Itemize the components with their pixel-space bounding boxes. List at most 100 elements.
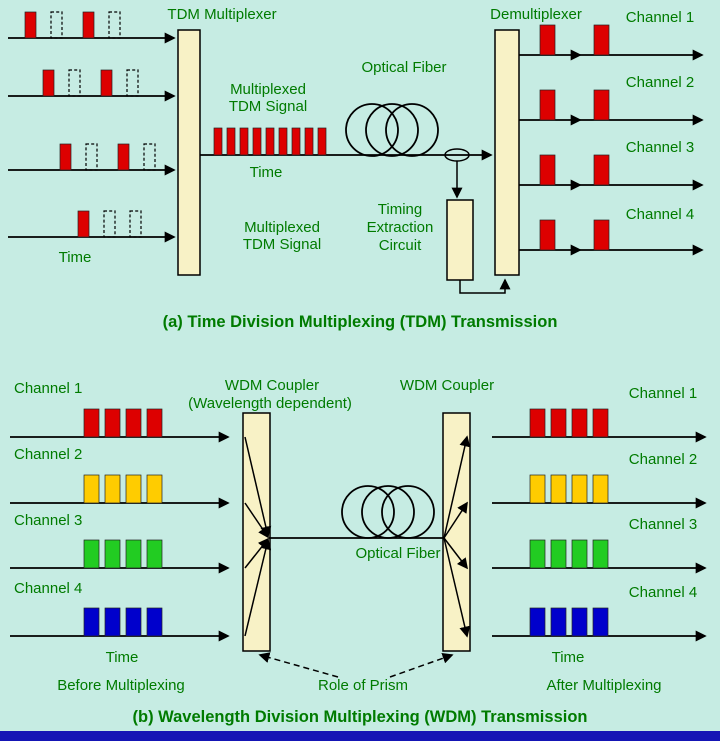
ghost-pulse [129,210,142,238]
pulse [226,127,236,156]
fiber-loop [341,485,395,539]
pulse [571,474,588,504]
tdm-input-pulses-dashed [50,11,156,238]
pulse [593,154,610,186]
tdm-multiplexer-box [177,29,201,276]
fan-line [443,537,469,570]
pulse [593,89,610,121]
pulse [529,474,546,504]
caption-a: (a) Time Division Multiplexing (TDM) Tra… [163,313,558,331]
before-multiplexing-label: Before Multiplexing [57,677,185,694]
pulse [550,474,567,504]
optical-fiber-label-a: Optical Fiber [361,59,446,76]
pulse [592,539,609,569]
channel3-pulses-green [83,539,609,569]
timing-extraction-box [446,199,474,281]
prism-arrow-right [389,652,454,678]
pulse [252,127,262,156]
fiber-coil-a [345,103,439,157]
pulse [291,127,301,156]
timing-extraction-label-2: Extraction [367,219,434,236]
pulse [83,539,100,569]
tdm-input-pulses-red [24,11,130,238]
signal-time-label: Time [250,164,283,181]
pulse [592,408,609,438]
channel1-pulses-red [83,408,609,438]
pulse [317,127,327,156]
input-time-label: Time [59,249,92,266]
prism-arrow-left [258,652,339,678]
channel-label-b-right-4: Channel 4 [629,584,697,601]
timing-feedback-path [459,278,511,294]
ghost-pulse [108,11,121,39]
ghost-pulse [143,143,156,171]
channel-label-a-1: Channel 1 [626,9,694,26]
fiber-loop [385,103,439,157]
wdm-coupler-left-label-1: WDM Coupler [225,377,319,394]
multiplexed-signal-upper-label-2: TDM Signal [229,98,307,115]
pulse [83,408,100,438]
pulse [304,127,314,156]
pulse [593,219,610,251]
pulse [83,474,100,504]
after-multiplexing-label: After Multiplexing [546,677,661,694]
fiber-loop [361,485,415,539]
fiber-coil-b [341,485,435,539]
pulse [529,408,546,438]
pulse [125,539,142,569]
timing-extraction-label-3: Circuit [379,237,422,254]
pulse [104,474,121,504]
channel2-pulses-yellow [83,474,609,504]
pulse [550,408,567,438]
channel-label-b-left-2: Channel 2 [14,446,82,463]
fiber-loop [345,103,399,157]
pulse [77,210,90,238]
coupler-fan-in [244,436,272,637]
pulse [82,11,95,39]
channel-label-b-left-3: Channel 3 [14,512,82,529]
wdm-coupler-right-label: WDM Coupler [400,377,494,394]
pulse [117,143,130,171]
pulse [146,474,163,504]
channel-label-b-left-1: Channel 1 [14,380,82,397]
pulse [592,607,609,637]
role-of-prism-label: Role of Prism [318,677,408,694]
pulse [278,127,288,156]
multiplexed-pulse-train [213,127,327,156]
pulse [539,219,556,251]
pulse [59,143,72,171]
pulse [550,607,567,637]
pulse [83,607,100,637]
prism-pointer-arrows [258,652,454,678]
channel-label-a-3: Channel 3 [626,139,694,156]
pulse [550,539,567,569]
fan-line [244,538,272,637]
pulse [539,154,556,186]
wdm-coupler-left-label-2: (Wavelength dependent) [188,395,352,412]
channel-label-a-4: Channel 4 [626,206,694,223]
multiplexed-signal-lower-label-2: TDM Signal [243,236,321,253]
optical-fiber-label-b: Optical Fiber [355,545,440,562]
caption-b: (b) Wavelength Division Multiplexing (WD… [133,708,588,726]
pulse [239,127,249,156]
pulse [571,408,588,438]
pulse [125,474,142,504]
tdm-multiplexer-label: TDM Multiplexer [167,6,276,23]
fiber-loop [381,485,435,539]
pulse [146,607,163,637]
pulse [265,127,275,156]
pulse [539,89,556,121]
pulse [104,539,121,569]
time-label-b-right: Time [552,649,585,666]
pulse [571,607,588,637]
tdm-output-pulses [539,24,610,251]
channel4-pulses-blue [83,607,609,637]
fan-line [443,537,471,638]
channel-label-b-right-1: Channel 1 [629,385,697,402]
pulse [213,127,223,156]
fan-line [443,501,468,539]
ghost-pulse [68,69,81,97]
pulse [125,607,142,637]
fiber-loop [365,103,419,157]
channel-label-b-left-4: Channel 4 [14,580,82,597]
